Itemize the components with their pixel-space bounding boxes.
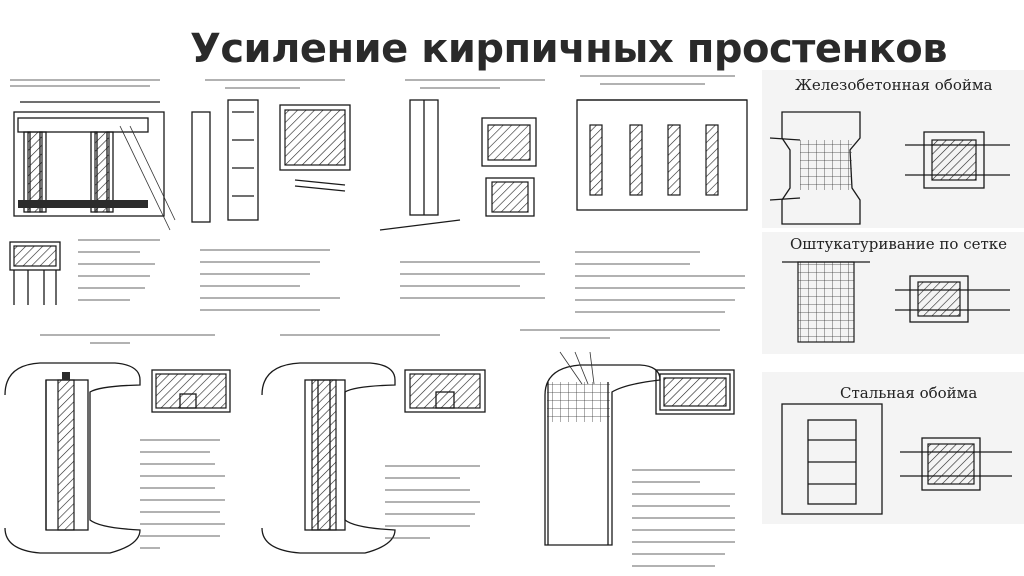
drawing-concrete-core: [261, 334, 486, 554]
drawing-plaster-jacket: [520, 329, 735, 567]
panel-concrete-jacket: [762, 70, 1024, 228]
drawing-channel-belts: [379, 79, 545, 299]
panel-plaster-mesh: [762, 232, 1024, 354]
drawing-metal-core: [4, 334, 231, 554]
panel-title-concrete-jacket: Железобетонная обойма: [795, 76, 993, 94]
drawing-opening-infill: [575, 75, 748, 313]
drawing-temporary-unloading: [9, 79, 176, 305]
panel-steel-jacket: [762, 372, 1024, 524]
slide-title: Усиление кирпичных простенков: [190, 26, 948, 72]
panel-title-plaster-mesh: Оштукатуривание по сетке: [790, 235, 1008, 253]
panel-title-steel-jacket: Стальная обойма: [840, 384, 978, 402]
drawing-corner-strips: [191, 79, 351, 311]
